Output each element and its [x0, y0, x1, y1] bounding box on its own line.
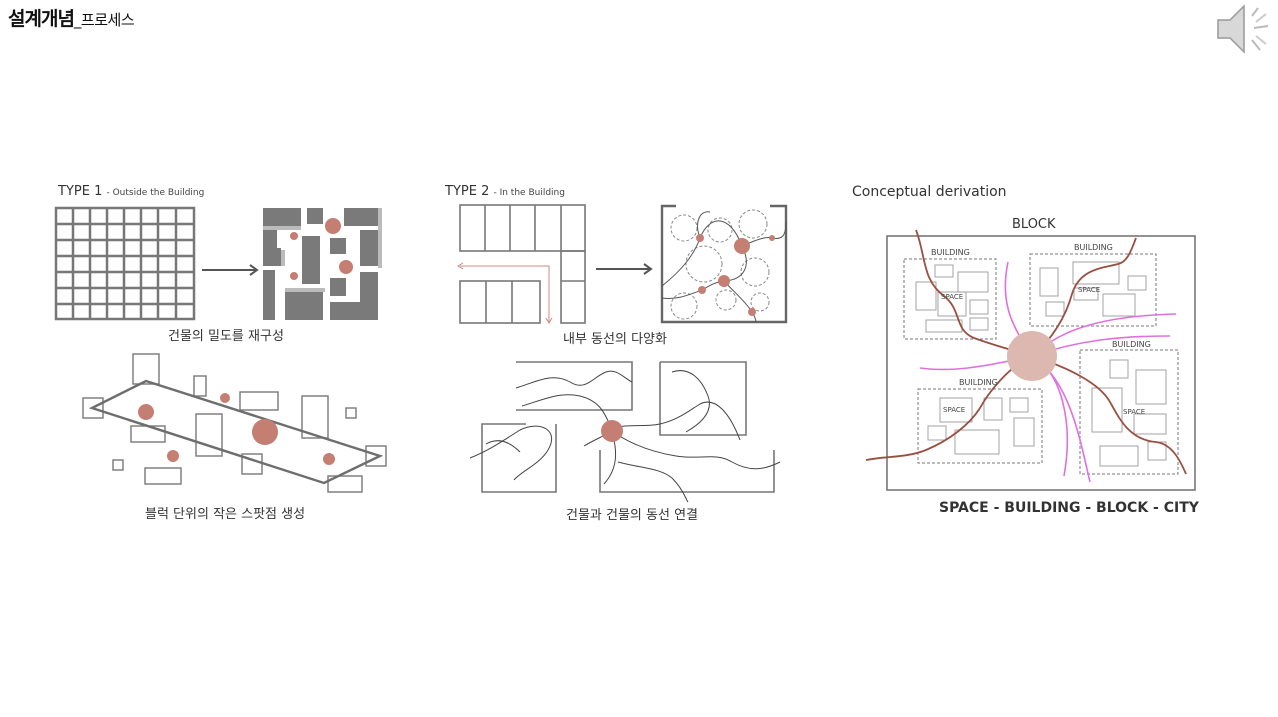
conceptual-caption: SPACE - BUILDING - BLOCK - CITY	[939, 500, 1199, 516]
type1-blocks	[263, 208, 378, 320]
type2-heading: TYPE 2 - In the Building	[445, 184, 565, 199]
type2-caption-top: 내부 동선의 다양화	[563, 332, 667, 347]
building-label-3: BUILDING	[1112, 340, 1151, 349]
type1-caption-bottom: 블럭 단위의 작은 스팟점 생성	[145, 507, 306, 522]
type2-plan	[459, 204, 586, 324]
type1-spots	[290, 218, 353, 280]
type1-heading-main: TYPE 1	[58, 184, 103, 199]
building-label-1: BUILDING	[931, 248, 970, 257]
page-title: 설계개념_프로세스	[8, 4, 135, 31]
block-label: BLOCK	[1012, 217, 1056, 232]
type2-plan-circulation	[660, 204, 788, 324]
type2-heading-sub: - In the Building	[493, 188, 565, 198]
building-label-4: BUILDING	[959, 378, 998, 387]
type1-arrow	[202, 264, 259, 276]
space-hub	[1007, 331, 1057, 381]
type2-heading-main: TYPE 2	[445, 184, 490, 199]
type1-caption-top: 건물의 밀도를 재구성	[168, 329, 284, 344]
type1-block-spots	[138, 393, 335, 465]
space-label-4: SPACE	[943, 406, 966, 414]
building-label-2: BUILDING	[1074, 243, 1113, 252]
type1-block-outline	[88, 379, 384, 485]
title-main: 설계개념	[8, 8, 75, 30]
type2-connected-buildings	[481, 361, 775, 493]
space-label-3: SPACE	[1123, 408, 1146, 416]
type1-heading-sub: - Outside the Building	[106, 188, 205, 198]
type1-grid	[54, 206, 196, 321]
type2-arrow	[596, 263, 653, 275]
conceptual-heading: Conceptual derivation	[852, 184, 1007, 200]
space-label-1: SPACE	[941, 293, 964, 301]
type1-heading: TYPE 1 - Outside the Building	[58, 184, 204, 199]
block-outline	[886, 235, 1196, 491]
title-sub: _프로세스	[73, 11, 135, 29]
space-label-2: SPACE	[1078, 286, 1101, 294]
type1-block-scatter	[82, 353, 387, 493]
type2-hub	[601, 420, 623, 442]
type2-caption-bottom: 건물과 건물의 동선 연결	[566, 508, 698, 523]
speaker-icon[interactable]	[1212, 0, 1278, 60]
